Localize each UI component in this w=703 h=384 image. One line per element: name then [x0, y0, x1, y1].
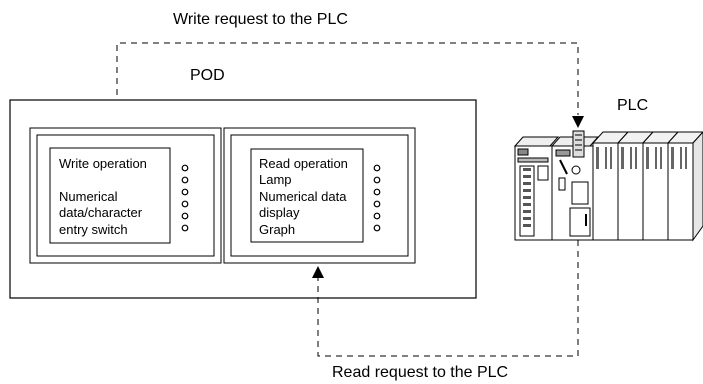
- write-line-5: entry switch: [59, 222, 128, 237]
- write-screen: [49, 147, 171, 244]
- read-panel: Read operation Lamp Numerical data displ…: [223, 127, 416, 264]
- read-line-5: Graph: [259, 222, 295, 237]
- pod-label: POD: [190, 67, 225, 84]
- read-screen: [250, 148, 364, 243]
- write-request-label: Write request to the PLC: [173, 11, 348, 28]
- read-line-3: Numerical data: [259, 189, 347, 204]
- write-panel-buttons: [181, 164, 189, 232]
- write-panel: Write operation Numerical data/character…: [29, 127, 222, 264]
- write-line-1: Write operation: [59, 156, 147, 171]
- read-line-4: display: [259, 205, 300, 220]
- plc-label: PLC: [617, 97, 648, 114]
- write-line-3: Numerical: [59, 189, 118, 204]
- write-request-arrow: [572, 116, 584, 128]
- read-line-1: Read operation: [259, 156, 348, 171]
- plc-icon: [513, 130, 703, 242]
- write-line-4: data/character: [59, 205, 143, 220]
- read-request-label: Read request to the PLC: [332, 364, 508, 381]
- read-panel-buttons: [373, 164, 381, 232]
- read-request-arrow: [312, 266, 324, 278]
- read-request-path: [317, 240, 579, 357]
- read-line-2: Lamp: [259, 172, 292, 187]
